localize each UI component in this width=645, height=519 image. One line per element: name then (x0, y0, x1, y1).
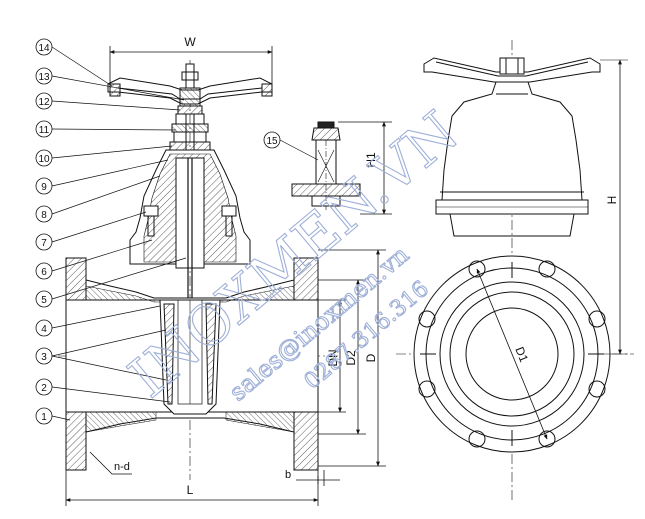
dim-n-d: n-d (114, 461, 130, 473)
dim-w: W (184, 35, 196, 49)
part-3: 3 (41, 352, 47, 363)
dim-l: L (187, 483, 194, 497)
part-5: 5 (41, 295, 47, 306)
bonnet-top (169, 105, 211, 151)
side-view (396, 40, 634, 500)
part-6: 6 (41, 267, 47, 278)
part-11: 11 (39, 125, 50, 136)
balloon-leaders (51, 46, 319, 421)
part-8: 8 (41, 210, 47, 221)
part-4: 4 (41, 324, 47, 335)
part-10: 10 (38, 154, 50, 165)
part-14: 14 (38, 43, 50, 54)
dim-h: H (605, 196, 619, 205)
wedge (159, 299, 221, 415)
dim-h1: H1 (364, 152, 378, 168)
part-15: 15 (266, 136, 278, 147)
dim-d: D (364, 353, 378, 362)
dim-b: b (285, 469, 291, 481)
dimension-labels: W L b n-d H1 DN D2 D H D1 (114, 35, 619, 497)
dim-dn: DN (326, 349, 340, 366)
part-13: 13 (38, 72, 50, 83)
dim-d1: D1 (512, 345, 531, 365)
part-7: 7 (41, 238, 47, 249)
part-balloons (35, 38, 281, 425)
dimension-lines (65, 46, 392, 506)
dim-d2: D2 (344, 350, 358, 366)
part-2: 2 (41, 383, 47, 394)
part-12: 12 (38, 97, 50, 108)
part-numbers: 1 2 3 4 5 6 7 8 9 10 11 12 13 14 15 (38, 43, 278, 423)
part-9: 9 (41, 182, 47, 193)
part-1: 1 (41, 412, 47, 423)
detail-15 (291, 121, 361, 210)
section-view (40, 60, 340, 480)
